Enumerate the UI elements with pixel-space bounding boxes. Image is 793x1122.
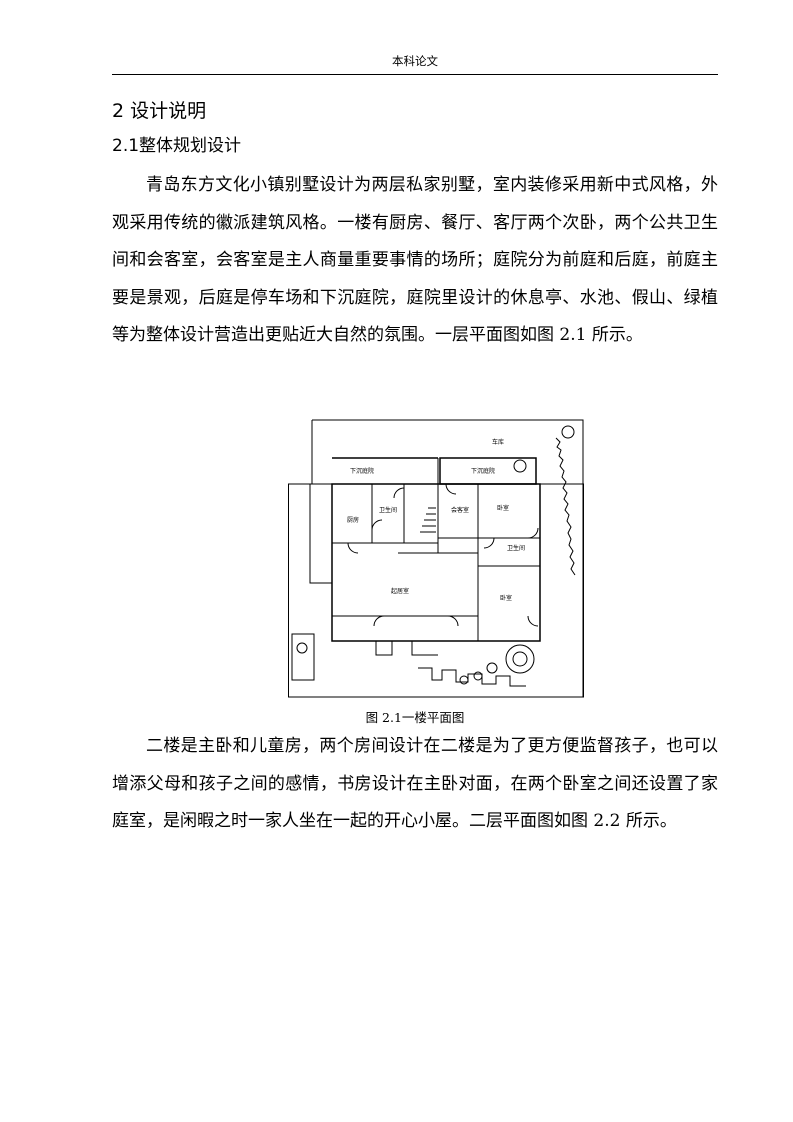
label-garage: 车库 xyxy=(492,438,504,446)
body-paragraph-2: 二楼是主卧和儿童房，两个房间设计在二楼是为了更方便监督孩子，也可以增添父母和孩子… xyxy=(112,736,718,832)
label-bath-left: 卫生间 xyxy=(379,506,397,514)
label-living: 起居室 xyxy=(391,587,409,595)
figure-caption: 图 2.1一楼平面图 xyxy=(365,710,465,725)
label-sunken-right: 下沉庭院 xyxy=(471,467,495,475)
label-bath-right: 卫生间 xyxy=(507,544,525,552)
label-reception: 会客室 xyxy=(451,506,469,514)
section-title: 2 设计说明 xyxy=(112,100,207,122)
subsection-title: 2.1整体规划设计 xyxy=(112,136,242,156)
body-paragraph-1: 青岛东方文化小镇别墅设计为两层私家别墅，室内装修采用新中式风格，外观采用传统的徽… xyxy=(112,175,718,346)
label-bedroom-bottom: 卧室 xyxy=(500,594,512,602)
label-bedroom-top: 卧室 xyxy=(497,504,509,512)
page-header: 本科论文 xyxy=(112,54,718,75)
label-sunken-left: 下沉庭院 xyxy=(350,467,374,475)
floor-plan-figure: 车库 下沉庭院 下沉庭院 厨房 卫生间 会客室 卧室 卫生间 起居室 卧室 xyxy=(288,418,584,698)
label-kitchen: 厨房 xyxy=(347,516,359,524)
floor-plan-drawing: 车库 下沉庭院 下沉庭院 厨房 卫生间 会客室 卧室 卫生间 起居室 卧室 xyxy=(288,419,584,698)
